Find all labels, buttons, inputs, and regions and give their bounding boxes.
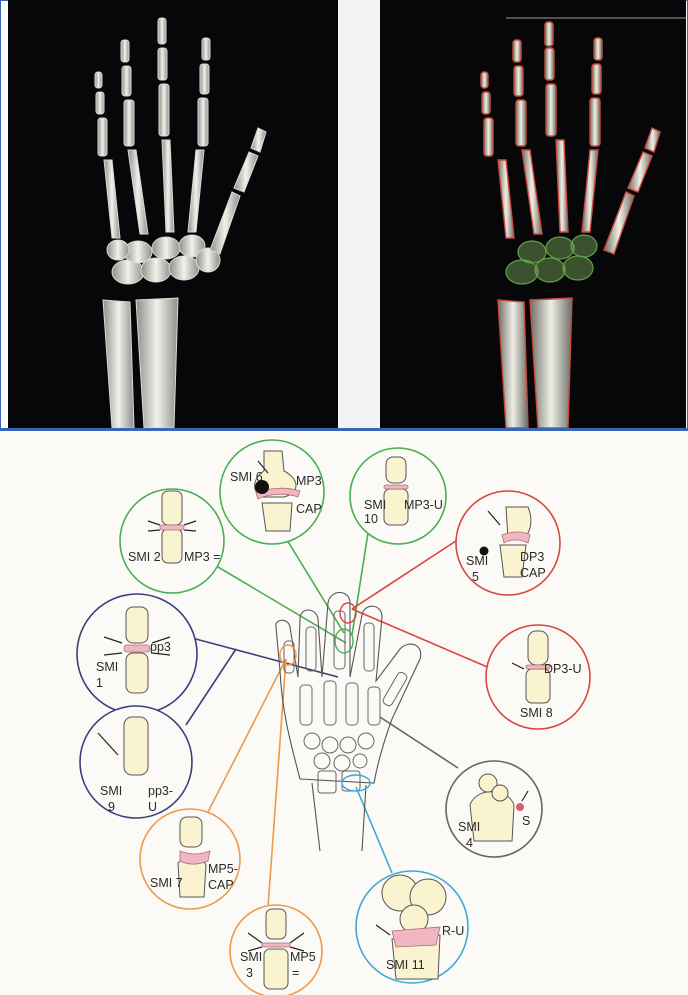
callout-smi5-label-b: 5 [472,571,479,584]
ulna-bone [498,300,528,428]
callout-smi5-label-d: CAP [520,567,546,580]
callout-smi3-label-c: MP5 [290,951,316,964]
radius-bone [136,298,178,428]
callout-smi9-label-d: U [148,801,157,814]
ossification-diagram: SMI 2 MP3 = SMI 6 MP3 CAP SMI 10 MP3-U S… [0,431,688,995]
callout-smi4-label-a: SMI [458,821,480,834]
callout-smi3-label-a: SMI [240,951,262,964]
ulna-bone [103,300,134,428]
callout-smi2-label-b: MP3 = [184,551,220,564]
callout-smi1-label-c: pp3 [150,641,171,654]
callout-smi10-label-b: 10 [364,513,378,526]
hand-outline [276,593,421,852]
callout-smi9-label-a: SMI [100,785,122,798]
callout-smi3-label-d: = [292,967,299,980]
callout-smi7-label-c: CAP [208,879,234,892]
xray-enhanced-panel [380,0,686,428]
callout-smi6-label-a: SMI 6 [230,471,263,484]
callout-smi10-label-c: MP3-U [404,499,443,512]
callout-smi9-label-b: 9 [108,801,115,814]
callout-smi1-label-b: 1 [96,677,103,690]
callout-smi6-label-c: CAP [296,503,322,516]
panel-divider [338,0,380,428]
radius-bone [530,298,572,428]
callout-smi2-label-a: SMI 2 [128,551,161,564]
callout-smi5-label-c: DP3 [520,551,544,564]
callout-smi6-label-b: MP3 [296,475,322,488]
callout-smi7-label-a: SMI 7 [150,877,183,890]
callout-smi9-label-c: pp3- [148,785,173,798]
callout-smi11-label-b: SMI 11 [386,959,425,972]
callout-smi10-label-a: SMI [364,499,386,512]
callout-smi4-label-c: S [522,815,530,828]
callout-smi7-label-b: MP5- [208,863,238,876]
callout-smi3-label-b: 3 [246,967,253,980]
callout-smi4-label-b: 4 [466,837,473,850]
callout-smi11-label-a: R-U [442,925,464,938]
callout-smi8-label-b: SMI 8 [520,707,553,720]
xray-plain-panel [8,0,338,428]
callout-smi5-label-a: SMI [466,555,488,568]
callout-smi8-label-a: DP3-U [544,663,582,676]
callout-smi1-label-a: SMI [96,661,118,674]
